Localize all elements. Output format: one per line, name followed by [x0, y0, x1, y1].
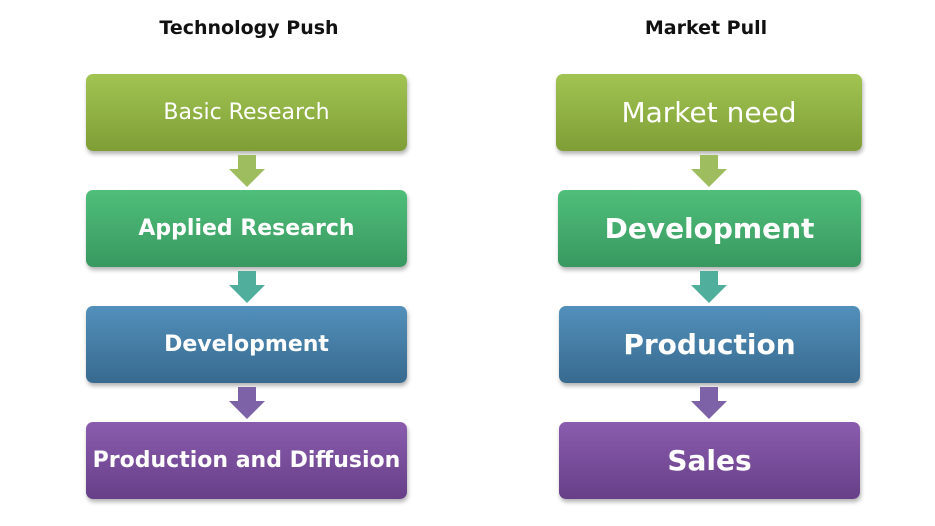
tech-push-step-development: Development — [86, 306, 407, 383]
down-arrow-icon — [691, 271, 727, 303]
down-arrow-icon — [229, 155, 265, 187]
market-pull-title: Market Pull — [644, 17, 768, 39]
down-arrow-icon — [691, 155, 727, 187]
market-pull-step-development: Development — [558, 190, 861, 267]
market-pull-step-market-need: Market need — [556, 74, 862, 151]
tech-push-step-applied-research: Applied Research — [86, 190, 407, 267]
tech-push-step-production-diffusion: Production and Diffusion — [86, 422, 407, 499]
market-pull-step-production: Production — [559, 306, 860, 383]
down-arrow-icon — [229, 271, 265, 303]
tech-push-step-basic-research: Basic Research — [86, 74, 407, 151]
technology-push-title: Technology Push — [159, 17, 339, 39]
down-arrow-icon — [229, 387, 265, 419]
market-pull-step-sales: Sales — [559, 422, 860, 499]
down-arrow-icon — [691, 387, 727, 419]
